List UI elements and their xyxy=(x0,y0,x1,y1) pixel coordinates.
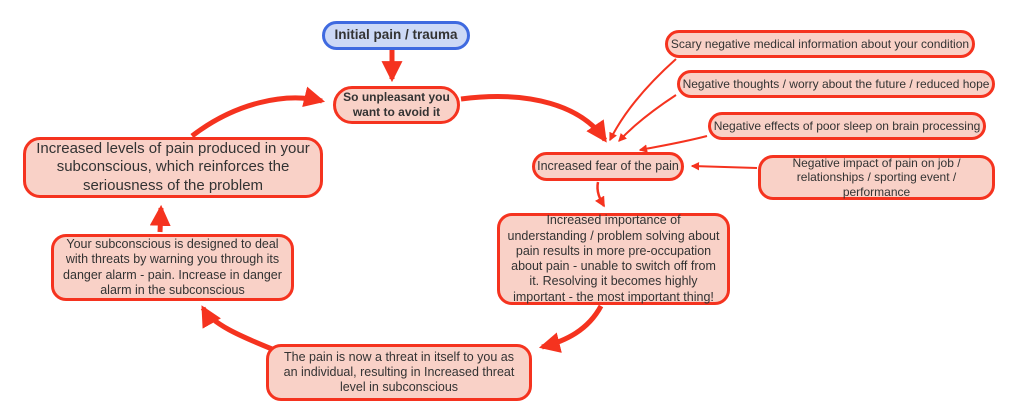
edge-importance-to-threat xyxy=(538,304,604,353)
node-label: Negative effects of poor sleep on brain … xyxy=(713,118,981,133)
node-pain-is-threat[interactable]: The pain is now a threat in itself to yo… xyxy=(266,344,532,401)
node-label: So unpleasant you want to avoid it xyxy=(343,90,450,119)
node-label: Increased importance of understanding / … xyxy=(507,213,720,304)
edge-fear-to-importance xyxy=(595,181,606,208)
node-negative-impact[interactable]: Negative impact of pain on job / relatio… xyxy=(758,155,995,200)
node-scary-medical-info[interactable]: Scary negative medical information about… xyxy=(665,30,975,58)
edge-unpleasant-to-fear xyxy=(460,94,608,143)
node-label: Your subconscious is designed to deal wi… xyxy=(63,237,282,297)
edge-thoughts-to-fear xyxy=(618,94,677,142)
edge-subconscious-to-levels xyxy=(149,204,171,233)
node-increased-fear[interactable]: Increased fear of the pain xyxy=(532,152,684,181)
node-poor-sleep-effects[interactable]: Negative effects of poor sleep on brain … xyxy=(708,112,986,140)
node-subconscious-danger-alarm[interactable]: Your subconscious is designed to deal wi… xyxy=(51,234,294,301)
edge-threat-to-subconscious xyxy=(200,305,273,352)
edge-impact-to-fear xyxy=(690,162,758,171)
node-negative-thoughts[interactable]: Negative thoughts / worry about the futu… xyxy=(677,70,995,98)
edge-levels-to-unpleasant xyxy=(190,86,326,138)
node-label: The pain is now a threat in itself to yo… xyxy=(283,349,515,395)
node-increased-importance[interactable]: Increased importance of understanding / … xyxy=(497,213,730,305)
node-label: Negative thoughts / worry about the futu… xyxy=(682,76,990,91)
node-so-unpleasant[interactable]: So unpleasant you want to avoid it xyxy=(333,86,460,124)
node-label: Increased levels of pain produced in you… xyxy=(36,140,310,194)
node-initial-pain-trauma[interactable]: Initial pain / trauma xyxy=(322,21,470,50)
node-label: Negative impact of pain on job / relatio… xyxy=(792,155,961,199)
edge-scary-to-fear xyxy=(609,58,677,142)
node-label: Increased fear of the pain xyxy=(537,158,679,173)
node-label: Initial pain / trauma xyxy=(334,27,458,43)
node-label: Scary negative medical information about… xyxy=(670,36,970,51)
edge-sleep-to-fear xyxy=(638,135,708,153)
node-increased-pain-levels[interactable]: Increased levels of pain produced in you… xyxy=(23,137,323,198)
